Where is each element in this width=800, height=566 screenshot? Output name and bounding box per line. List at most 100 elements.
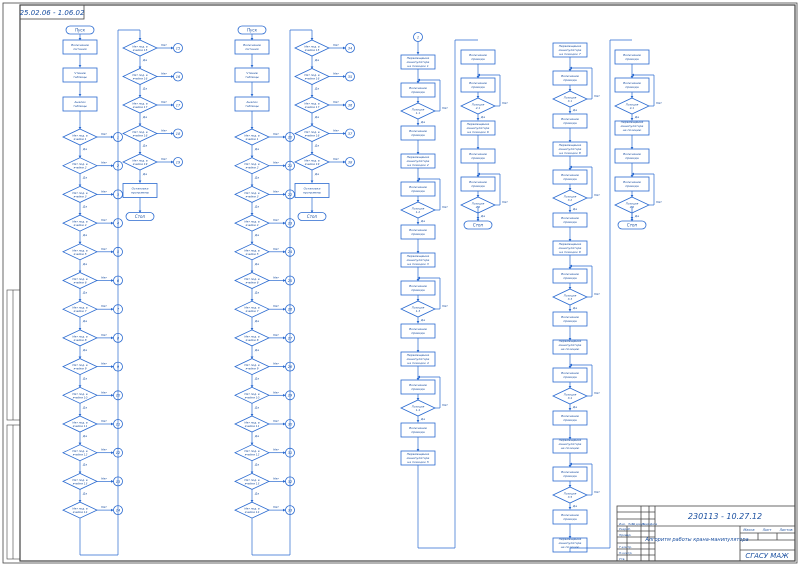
col1-decision-11-label: Нет под. в [72, 449, 88, 453]
col2-connector-3 [173, 128, 183, 139]
col2-no-label: Да [142, 115, 147, 119]
col5-step-0-label: манипулятора [407, 60, 430, 64]
col7-step-1-label: Включение [561, 74, 579, 78]
col5-step-3-label: на позицию 2 [407, 163, 429, 167]
col7-step-13-label: Включение [561, 470, 579, 474]
col3-connector-0-label: 20 [288, 135, 293, 139]
col7-check-1-label: Позиция [564, 195, 577, 199]
col3-yes-label: Нет [273, 276, 279, 280]
col6-step-4-label: привода [471, 184, 484, 188]
col1-yes-label: Нет [101, 505, 107, 509]
col7-step-12-label: Перемещение [559, 438, 582, 442]
col1-decision-2-label: Нет под. в [72, 191, 88, 195]
col3-decision-2-label: ячейке 3 [246, 194, 259, 198]
col3-decision-0-label: ячейке 1 [246, 137, 259, 141]
role-3: Н.контр. [619, 551, 632, 555]
col3-start-label: Пуск [247, 27, 258, 32]
col4-yes-label: Нет [333, 129, 339, 133]
col6-step-2-label: манипулятора [467, 126, 490, 130]
col7-check-4-label: Позиция [564, 492, 577, 496]
col1-decision-3-label: Нет под. в [72, 220, 88, 224]
col3-connector-12-label: 32 [288, 480, 293, 484]
col5-check-3-label: Позиция [412, 405, 425, 409]
col4-connector-0 [345, 43, 355, 53]
col1-no-label: Да [82, 262, 87, 266]
col7-check-4-label: 3.5 [568, 495, 573, 499]
col3-connector-6-label: 26 [288, 308, 293, 312]
col3-connector-10-label: 30 [288, 422, 293, 426]
col2-connector-4-label: 19 [176, 160, 181, 164]
col1-no-label: Да [82, 491, 87, 495]
col2-stop-program-label: Остановка [132, 187, 149, 191]
col2-yes-label: Нет [161, 43, 167, 47]
col1-yes-label: Нет [101, 448, 107, 452]
col4-decision-3-label: ячейке 18 [305, 134, 320, 138]
col3-no-label: Да [254, 262, 259, 266]
col1-no-label: Да [82, 348, 87, 352]
col1-yes-label: Нет [101, 276, 107, 280]
col7-step-10-label: привода [563, 375, 576, 379]
col3-no-label: Да [254, 291, 259, 295]
col4-no-label: Да [314, 144, 319, 148]
role-4: Утв. [619, 557, 625, 561]
col7-yes-label: Нет [594, 193, 600, 197]
col4-decision-0-label: ячейке 15 [305, 48, 320, 52]
col7-step-11-label: привода [563, 418, 576, 422]
col5-step-4-label: Включение [409, 185, 427, 189]
col3-yes-label: Нет [273, 132, 279, 136]
col7-step-3-label: Перемещение [559, 143, 582, 147]
col3-connector-2-label: 22 [288, 193, 293, 197]
col8-yes-label: Нет [656, 200, 662, 204]
col3-yes-label: Нет [273, 505, 279, 509]
col5-step-3-label: манипулятора [407, 159, 430, 163]
col1-yes-label: Нет [101, 419, 107, 423]
col2-decision-0-label: ячейке 15 [133, 48, 148, 52]
col3-no-label: Да [254, 463, 259, 467]
col8-step-2-label: на позицию [623, 128, 642, 132]
col6-step-2-label: на позицию 6 [467, 130, 489, 134]
col7-check-0-label: 3.1 [568, 99, 573, 103]
col1-read-table-label: Чтение [74, 71, 86, 75]
col5-step-5-label: Включение [409, 228, 427, 232]
col2-stop [125, 212, 155, 221]
col4-stop-program-label: Остановка [304, 187, 321, 191]
col1-connector-13-label: 14 [116, 509, 121, 513]
col5-step-7-label: привода [411, 288, 424, 292]
col3-no-label: Да [254, 405, 259, 409]
col5-step-0-label: на позицию 1 [407, 64, 429, 68]
col3-decision-3-label: ячейке 4 [246, 223, 259, 227]
col5-yes-label: Нет [442, 106, 448, 110]
col2-connector-3-label: 18 [176, 132, 181, 136]
col1-connector-4-label: 5 [117, 250, 120, 254]
col7-no-label: Да [572, 207, 577, 211]
col7-step-9-label: манипулятора [559, 343, 582, 347]
col5-step-10-label: привода [411, 387, 424, 391]
col7-step-5-label: Включение [561, 216, 579, 220]
col8-check-1-label: Позиция [626, 202, 639, 206]
col5-check-0-label: Позиция [412, 108, 425, 112]
col1-decision-4-label: Нет под. в [72, 248, 88, 252]
col1-analyze-label: таблицы [73, 104, 87, 108]
col6-no-label: Да [480, 214, 485, 218]
col7-yes-label: Нет [594, 490, 600, 494]
col5-step-10-label: Включение [409, 383, 427, 387]
col2-no-label: Да [142, 87, 147, 91]
col2-stop-label: Стоп [135, 214, 146, 219]
col3-decision-6-label: ячейке 7 [246, 309, 259, 313]
col1-yes-label: Нет [101, 132, 107, 136]
col1-connector-9-label: 10 [116, 394, 121, 398]
col3-read-table-label: таблицы [245, 75, 259, 79]
col3-read-table-label: Чтение [246, 71, 258, 75]
col1-analyze-label: Анализ [73, 100, 86, 104]
col1-decision-10-label: Нет под. в [72, 421, 88, 425]
col5-step-6-label: на позицию 3 [407, 262, 429, 266]
col5-step-7-label: Включение [409, 284, 427, 288]
col3-decision-7-label: Нет под. в [244, 334, 260, 338]
col4-connector-2-label: 36 [348, 103, 353, 107]
col6-check-1-label: Позиция [472, 202, 485, 206]
col7-step-6-label: Перемещение [559, 242, 582, 246]
col2-connector-0 [173, 43, 183, 53]
col1-no-label: Да [82, 405, 87, 409]
col3-yes-label: Нет [273, 247, 279, 251]
col2-connector-4 [173, 157, 183, 167]
